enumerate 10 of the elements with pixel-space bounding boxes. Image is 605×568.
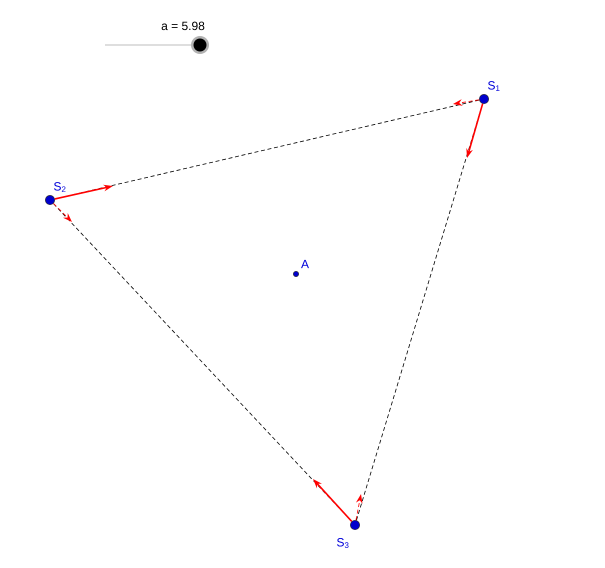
point — [479, 94, 489, 104]
point — [350, 520, 360, 530]
vector-arrow — [53, 203, 72, 222]
point-label: A — [301, 260, 309, 268]
slider-label: a = 5.98 — [162, 22, 204, 30]
point-label: S$_{3}$ — [337, 538, 349, 548]
point — [45, 195, 55, 205]
point-label: S$_{2}$ — [54, 182, 66, 192]
point — [293, 271, 299, 277]
point-label: S$_{1}$ — [488, 81, 500, 91]
